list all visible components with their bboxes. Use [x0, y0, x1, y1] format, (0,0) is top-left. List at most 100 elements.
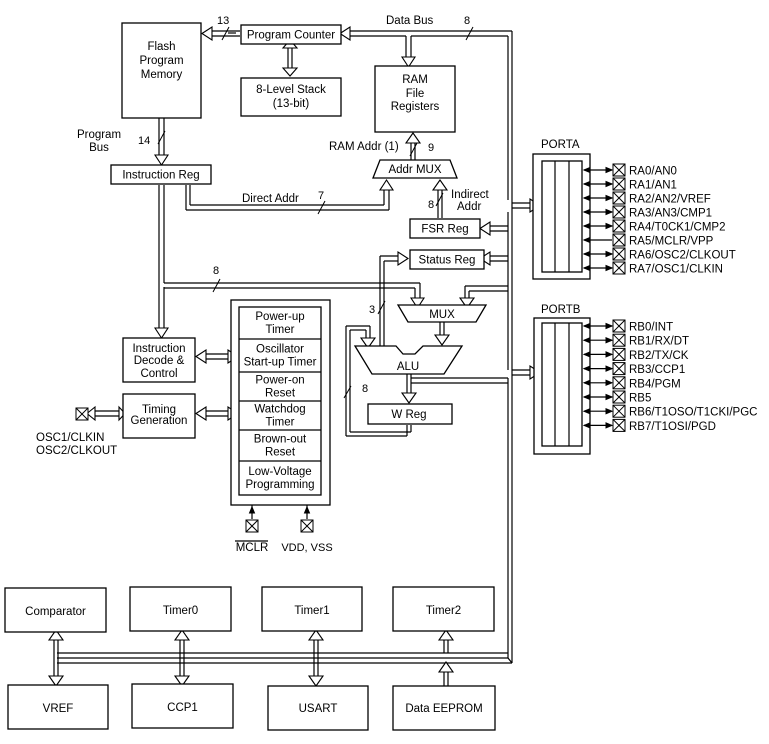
- instruction-decode-control: Instruction Decode & Control: [122, 337, 196, 383]
- svg-text:Power-up: Power-up: [255, 311, 304, 323]
- osc-pin-icon: [75, 407, 89, 421]
- svg-text:VREF: VREF: [43, 703, 74, 715]
- pin-connector-icon: [612, 376, 626, 390]
- svg-text:Reset: Reset: [265, 447, 296, 459]
- svg-text:Comparator: Comparator: [25, 606, 86, 618]
- width-data-bus: 8: [464, 15, 470, 27]
- arrow-left-icon: [582, 351, 591, 358]
- svg-text:Instruction Reg: Instruction Reg: [122, 170, 199, 182]
- osc2-label: OSC2/CLKOUT: [36, 445, 117, 457]
- svg-text:Registers: Registers: [391, 101, 440, 113]
- arrow-right-icon: [605, 407, 614, 415]
- width-ram-addr: 9: [428, 142, 434, 154]
- pin-connector-icon: [612, 205, 626, 219]
- timer1: Timer1: [261, 586, 363, 632]
- porta-pin-1: RA1/AN1: [582, 177, 677, 192]
- w-register: W Reg: [367, 403, 453, 425]
- portb-pin-label: RB0/INT: [629, 322, 673, 334]
- svg-text:FSR Reg: FSR Reg: [421, 224, 468, 236]
- svg-text:Reset: Reset: [265, 388, 296, 400]
- stack: 8-Level Stack (13-bit): [240, 77, 342, 117]
- svg-text:Timer: Timer: [266, 324, 295, 336]
- porta-pin-6: RA6/OSC2/CLKOUT: [582, 247, 736, 262]
- porta-pin-5: RA5/MCLR/VPP: [582, 233, 714, 248]
- portb-pin-2: RB2/TX/CK: [582, 347, 689, 362]
- width-pc-flash: 13: [217, 15, 229, 27]
- porta-pin-label: RA4/T0CK1/CMP2: [629, 222, 726, 234]
- width-indirect-addr: 8: [428, 199, 434, 211]
- mclr-pin-icon: [245, 519, 259, 533]
- program-bus-label-1: Program: [77, 129, 121, 141]
- program-bus-label-2: Bus: [89, 142, 109, 154]
- portb-pin-4: RB4/PGM: [582, 376, 681, 390]
- svg-text:Low-Voltage: Low-Voltage: [248, 466, 311, 478]
- portb-pin-label: RB5: [629, 393, 651, 405]
- arrow-right-icon: [605, 422, 614, 429]
- vref: VREF: [7, 684, 109, 730]
- porta-pin-label: RA7/OSC1/CLKIN: [629, 264, 723, 276]
- svg-text:ALU: ALU: [397, 361, 419, 373]
- svg-text:Timing: Timing: [142, 404, 176, 416]
- portb-pin-7: RB7/T1OSI/PGD: [582, 418, 716, 433]
- svg-text:Timer2: Timer2: [426, 605, 461, 617]
- pin-connector-icon: [612, 347, 626, 361]
- svg-text:Program Counter: Program Counter: [247, 30, 335, 42]
- svg-text:Timer1: Timer1: [294, 605, 329, 617]
- svg-text:Timer0: Timer0: [163, 605, 198, 617]
- program-counter: Program Counter: [240, 24, 342, 45]
- arrow-left-icon: [582, 208, 591, 216]
- arrow-left-icon: [582, 322, 591, 330]
- indirect-addr-label-2: Addr: [457, 201, 481, 213]
- svg-text:Addr MUX: Addr MUX: [388, 164, 441, 176]
- porta-pin-0: RA0/AN0: [582, 163, 677, 178]
- arrow-left-icon: [582, 365, 591, 372]
- svg-text:Control: Control: [140, 368, 177, 380]
- portb-pin-3: RB3/CCP1: [582, 362, 685, 376]
- arrow-left-icon: [582, 222, 591, 230]
- portb-title: PORTB: [541, 304, 581, 316]
- arrow-right-icon: [605, 166, 614, 174]
- portb-pin-5: RB5: [582, 390, 651, 405]
- bus-labels: Data Bus Program Bus RAM Addr (1) Direct…: [77, 15, 490, 213]
- arrow-left-icon: [582, 407, 591, 415]
- porta-title: PORTA: [541, 139, 580, 151]
- pin-connector-icon: [612, 404, 626, 418]
- mclr-pin: MCLR: [235, 505, 268, 554]
- pin-connector-icon: [612, 163, 626, 177]
- arrow-left-icon: [582, 264, 591, 272]
- flash-program-memory: Flash Program Memory: [121, 22, 202, 119]
- svg-text:MUX: MUX: [429, 309, 455, 321]
- osc-pin: OSC1/CLKIN OSC2/CLKOUT: [36, 407, 117, 457]
- porta-pin-3: RA3/AN3/CMP1: [582, 205, 712, 220]
- portb-pin-label: RB7/T1OSI/PGD: [629, 421, 716, 433]
- pin-connector-icon: [612, 247, 626, 261]
- arrow-right-icon: [605, 208, 614, 216]
- indirect-addr-label-1: Indirect: [451, 189, 490, 201]
- vdd-vss-pin: VDD, VSS: [281, 505, 333, 554]
- svg-text:Status Reg: Status Reg: [419, 255, 476, 267]
- arrow-left-icon: [582, 379, 591, 387]
- svg-text:Decode &: Decode &: [134, 355, 185, 367]
- svg-text:Memory: Memory: [141, 69, 183, 81]
- mux: MUX: [396, 304, 488, 323]
- arrow-left-icon: [582, 194, 591, 202]
- arrow-right-icon: [605, 194, 614, 202]
- svg-text:Oscillator: Oscillator: [256, 344, 304, 356]
- osc1-label: OSC1/CLKIN: [36, 432, 104, 444]
- pin-connector-icon: [612, 219, 626, 233]
- arrow-left-icon: [582, 336, 591, 344]
- arrow-right-icon: [605, 322, 614, 330]
- portb-pin-label: RB3/CCP1: [629, 364, 685, 376]
- porta-pin-4: RA4/T0CK1/CMP2: [582, 219, 726, 234]
- data-bus-label: Data Bus: [386, 15, 434, 27]
- svg-text:Start-up Timer: Start-up Timer: [244, 357, 317, 369]
- pin-connector-icon: [612, 177, 626, 191]
- pin-connector-icon: [612, 261, 626, 275]
- porta: PORTA RA0/AN0RA1/AN1RA2/AN2/VREFRA3/AN3/…: [532, 139, 736, 280]
